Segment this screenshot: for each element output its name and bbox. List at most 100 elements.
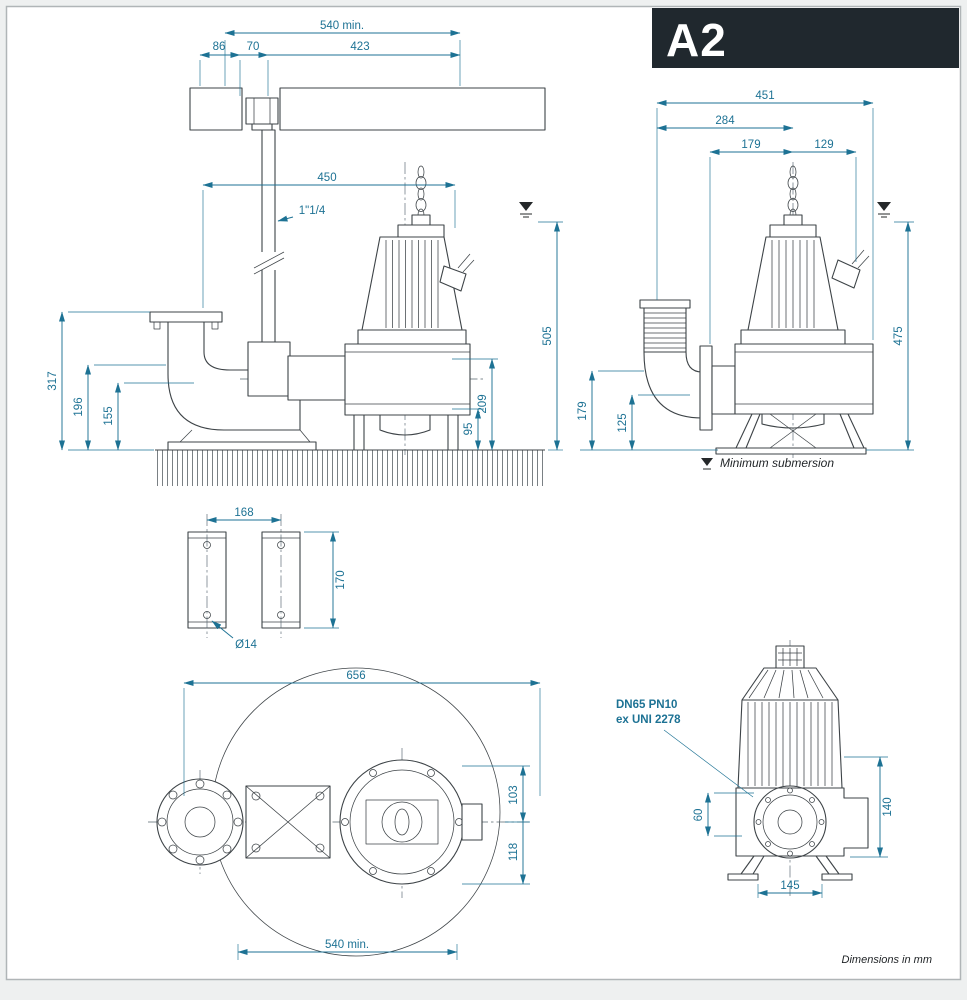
badge-label: A2: [666, 14, 727, 66]
floor: [155, 449, 545, 486]
minimum-submersion-label: Minimum submersion: [720, 456, 834, 470]
dim-505: 505: [538, 221, 563, 451]
dim-125: 125: [617, 394, 690, 451]
dim-145: 145: [757, 880, 823, 898]
lifting-chain: [787, 165, 799, 222]
bracket-detail-view: 168 170 Ø14: [187, 507, 347, 651]
flange-spec-note: DN65 PN10 ex UNI 2278: [616, 699, 754, 798]
dim-95-label: 95: [463, 423, 475, 436]
model-badge: A2: [652, 8, 959, 68]
flange-spec-line1: DN65 PN10: [616, 699, 677, 711]
hole-diameter-callout: Ø14: [211, 620, 257, 651]
upper-guide-bracket: [245, 97, 279, 131]
pump-plan: [339, 759, 483, 885]
hole-diameter-label: Ø14: [235, 639, 257, 651]
dim-125-label: 125: [617, 413, 629, 432]
dim-168-label: 168: [234, 507, 253, 519]
dim-656-label: 656: [346, 670, 365, 682]
installation-view: 540 min. 86 70 423 450 1"1/4 317: [47, 20, 563, 486]
dim-450: 450: [202, 172, 456, 308]
dim-95: 95: [452, 408, 484, 451]
flange-spec-line2: ex UNI 2278: [616, 714, 681, 726]
dim-475-label: 475: [893, 326, 905, 345]
dim-86-70-423: 86 70 423: [199, 41, 461, 96]
guide-claw: [247, 341, 347, 401]
dim-145-label: 145: [780, 880, 799, 892]
left-channel: [187, 514, 227, 638]
motor-adapter: [357, 329, 467, 345]
pump-front: [727, 645, 869, 881]
dim-86-label: 86: [213, 41, 226, 53]
dim-140-label: 140: [882, 797, 894, 816]
dim-209: 209: [452, 358, 498, 451]
pump-sectional: [344, 165, 475, 451]
minimum-submersion-legend: Minimum submersion: [701, 456, 834, 470]
dim-317-label: 317: [47, 371, 59, 390]
dim-155-label: 155: [103, 406, 115, 425]
motor-top-cone: [741, 667, 839, 701]
dim-179-top-label: 179: [741, 139, 760, 151]
plan-view: 656 103 118 540 min.: [148, 667, 541, 960]
cable-gland: [831, 249, 870, 289]
motor-adapter: [740, 329, 846, 345]
dim-170-label: 170: [335, 570, 347, 589]
volute-casing: [344, 343, 471, 451]
volute-casing: [734, 343, 874, 429]
motor-cap: [397, 224, 445, 238]
dim-540min-bottom-label: 540 min.: [325, 939, 369, 951]
dim-656: 656: [183, 670, 541, 796]
water-level-icon: [877, 202, 891, 218]
motor-body: [747, 236, 839, 331]
lifting-eye: [411, 214, 431, 226]
badge-background: [652, 8, 959, 68]
submersion-icon: [701, 458, 713, 466]
cable-gland: [439, 253, 475, 292]
water-level-icon: [519, 202, 533, 218]
front-view: DN65 PN10 ex UNI 2278 60 140 145: [616, 640, 894, 898]
ceiling-slab: [189, 87, 546, 131]
pump-side: [715, 165, 874, 455]
lifting-eye: [783, 214, 803, 226]
dim-118-label: 118: [508, 843, 520, 861]
dim-284: 284: [656, 115, 794, 131]
dim-540min-bottom: 540 min.: [237, 939, 458, 960]
dim-450-label: 450: [317, 172, 336, 184]
dim-103-118: 103 118: [462, 765, 530, 885]
dim-70-label: 70: [247, 41, 260, 53]
motor-cap: [769, 224, 817, 238]
dim-129-label: 129: [814, 139, 833, 151]
side-view: 451 284 179 129 179 125: [577, 90, 914, 470]
dim-155: 155: [103, 382, 194, 451]
dim-170: 170: [304, 531, 347, 629]
duckfoot-plan: [245, 785, 331, 859]
dim-451: 451: [656, 90, 874, 340]
lifting-handle: [775, 645, 805, 669]
cable-gland-plan: [461, 803, 483, 841]
motor-body: [737, 699, 843, 789]
legs-front: [727, 855, 853, 881]
dim-179-top-129: 179 129: [709, 139, 857, 344]
dim-179-left-label: 179: [577, 401, 589, 420]
dim-317: 317: [47, 311, 154, 451]
dim-196-label: 196: [73, 397, 85, 416]
dim-540min-top-label: 540 min.: [320, 20, 364, 32]
dim-475: 475: [866, 221, 914, 451]
pipe-size-callout: 1"1/4: [277, 205, 326, 222]
guide-pipe: [253, 129, 285, 366]
dim-540min-top: 540 min.: [224, 20, 461, 86]
dim-179-left: 179: [577, 370, 718, 451]
dim-103-label: 103: [508, 785, 520, 804]
dim-168: 168: [206, 507, 282, 523]
dim-423-label: 423: [350, 41, 369, 53]
units-note: Dimensions in mm: [842, 954, 932, 966]
hose-elbow: [639, 299, 736, 431]
dim-60: 60: [693, 792, 754, 837]
dim-209-label: 209: [477, 394, 489, 413]
discharge-flange-plan: [156, 778, 244, 866]
volute-front: [735, 785, 869, 859]
stand: [715, 413, 867, 455]
dim-284-label: 284: [715, 115, 735, 127]
dim-140: 140: [844, 756, 894, 858]
dim-196: 196: [73, 364, 166, 451]
